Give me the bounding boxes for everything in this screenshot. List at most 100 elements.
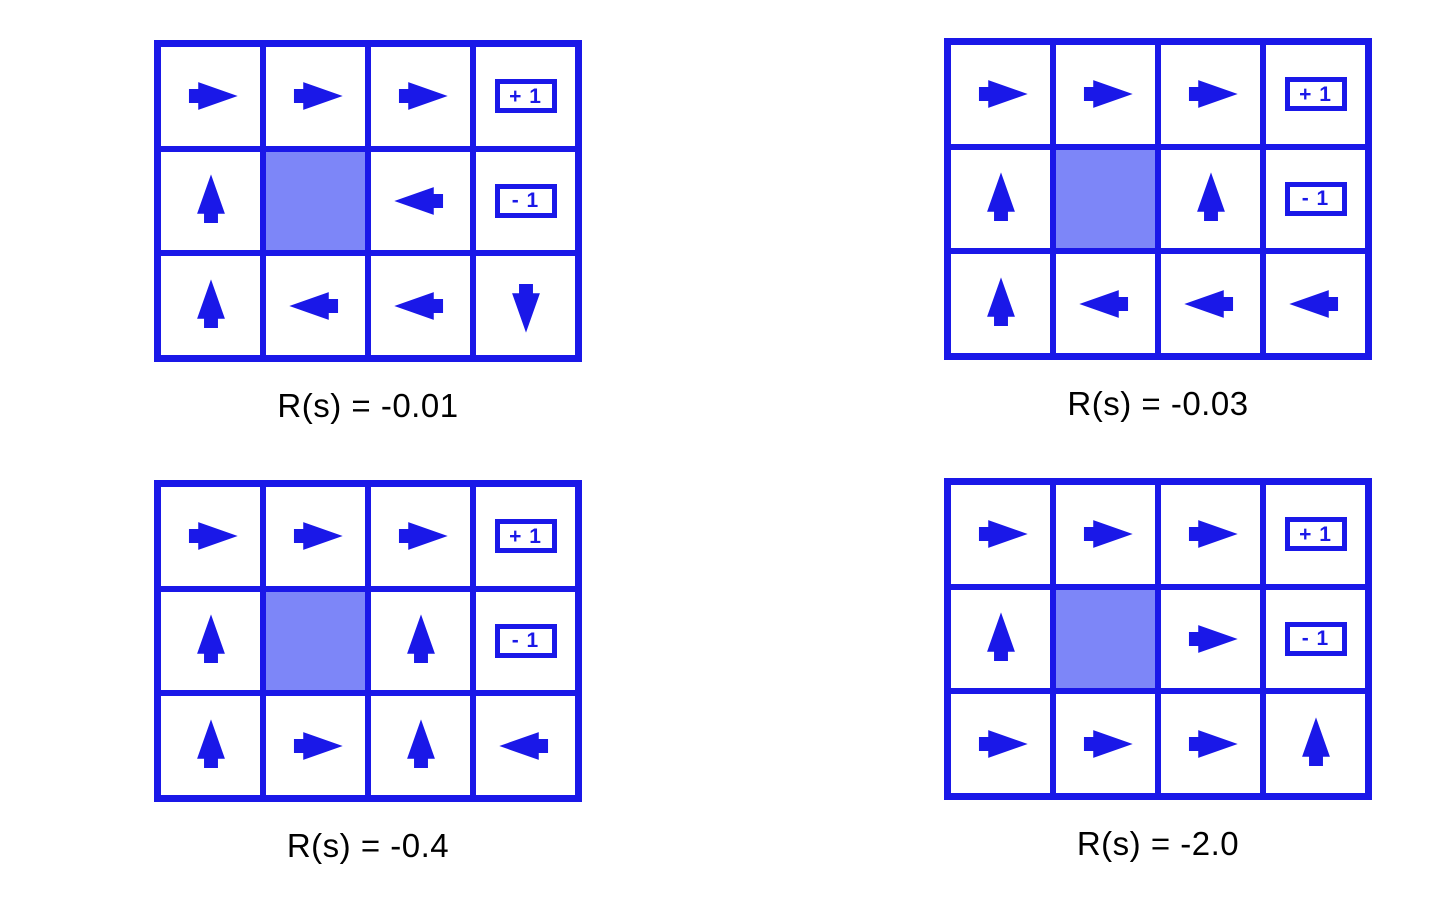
gridworld-grid: + 1 - 1 [154, 480, 582, 802]
arrow-right-icon [276, 717, 356, 775]
arrow-up-icon [1287, 704, 1345, 784]
grid-cell-terminal: - 1 [1266, 589, 1365, 689]
panel-caption: R(s) = -0.01 [277, 387, 459, 424]
grid-cell-policy-left [1266, 254, 1365, 353]
grid-cell-wall [1056, 149, 1155, 249]
terminal-reward-label: - 1 [1301, 187, 1330, 211]
arrow-up-icon [392, 706, 450, 786]
policy-panel: + 1 - 1 R(s) = -0.01 [18, 40, 718, 425]
arrow-up-icon [392, 601, 450, 681]
grid-cell-policy-right [161, 487, 260, 586]
grid-cell-policy-right [266, 696, 365, 795]
grid-cell-policy-right [1056, 485, 1155, 584]
arrow-up-icon [972, 599, 1030, 679]
grid-cell-policy-right [371, 487, 470, 586]
arrow-right-icon [171, 507, 251, 565]
arrow-right-icon [1171, 505, 1251, 563]
arrow-right-icon [961, 65, 1041, 123]
grid-cell-policy-left [1161, 254, 1260, 353]
grid-cell-policy-right [951, 485, 1050, 584]
gridworld-wrapper: + 1 - 1 [944, 38, 1372, 360]
grid-cell-policy-right [161, 47, 260, 146]
grid-cell-policy-down [476, 256, 575, 355]
grid-cell-policy-left [371, 256, 470, 355]
panel-caption: R(s) = -0.03 [1067, 385, 1249, 422]
arrow-up-icon [182, 161, 240, 241]
policy-panel: + 1 - 1 R(s) = -0.4 [18, 480, 718, 865]
arrow-right-icon [381, 507, 461, 565]
gridworld-wrapper: + 1 - 1 [944, 478, 1372, 800]
arrow-right-icon [1171, 610, 1251, 668]
grid-cell-policy-left [1056, 254, 1155, 353]
grid-cell-policy-left [371, 151, 470, 251]
terminal-reward-label: - 1 [1301, 627, 1330, 651]
grid-cell-policy-left [266, 256, 365, 355]
policy-panel: + 1 - 1 R(s) = -0.03 [808, 38, 1449, 423]
gridworld-grid: + 1 - 1 [154, 40, 582, 362]
terminal-reward-box: - 1 [494, 183, 557, 218]
arrow-up-icon [182, 266, 240, 346]
panel-caption: R(s) = -0.4 [286, 827, 450, 864]
grid-cell-wall [266, 591, 365, 691]
grid-cell-terminal: - 1 [476, 151, 575, 251]
grid-cell-policy-up [371, 696, 470, 795]
panel-caption: R(s) = -2.0 [1076, 825, 1240, 862]
grid-cell-policy-up [1266, 694, 1365, 793]
arrow-right-icon [381, 67, 461, 125]
grid-cell-policy-up [161, 151, 260, 251]
arrow-right-icon [961, 505, 1041, 563]
grid-cell-wall [1056, 589, 1155, 689]
arrow-right-icon [276, 67, 356, 125]
terminal-reward-box: + 1 [494, 79, 557, 114]
gridworld-wrapper: + 1 - 1 [154, 40, 582, 362]
grid-cell-wall [266, 151, 365, 251]
terminal-reward-label: + 1 [509, 524, 542, 548]
terminal-reward-box: - 1 [494, 623, 557, 658]
grid-cell-policy-left [476, 696, 575, 795]
grid-cell-policy-up [161, 591, 260, 691]
arrow-left-icon [1171, 275, 1251, 333]
arrow-right-icon [1171, 715, 1251, 773]
grid-cell-policy-up [951, 149, 1050, 249]
grid-cell-policy-up [951, 254, 1050, 353]
arrow-down-icon [497, 266, 555, 346]
policy-panel: + 1 - 1 R(s) = -2.0 [808, 478, 1449, 863]
grid-cell-policy-right [1161, 694, 1260, 793]
grid-cell-policy-right [1161, 589, 1260, 689]
arrow-left-icon [381, 277, 461, 335]
grid-cell-terminal: + 1 [476, 487, 575, 586]
grid-cell-terminal: - 1 [476, 591, 575, 691]
arrow-right-icon [961, 715, 1041, 773]
terminal-reward-label: + 1 [1299, 522, 1332, 546]
arrow-right-icon [276, 507, 356, 565]
terminal-reward-label: + 1 [1299, 82, 1332, 106]
arrow-left-icon [276, 277, 356, 335]
grid-cell-policy-right [951, 45, 1050, 144]
grid-cell-policy-right [951, 694, 1050, 793]
grid-cell-policy-right [371, 47, 470, 146]
arrow-up-icon [182, 601, 240, 681]
arrow-up-icon [182, 706, 240, 786]
terminal-reward-box: - 1 [1284, 621, 1347, 656]
gridworld-grid: + 1 - 1 [944, 38, 1372, 360]
grid-cell-terminal: + 1 [1266, 485, 1365, 584]
grid-cell-policy-up [1161, 149, 1260, 249]
grid-cell-policy-right [1161, 45, 1260, 144]
arrow-right-icon [1066, 505, 1146, 563]
terminal-reward-box: - 1 [1284, 181, 1347, 216]
grid-cell-policy-right [1056, 694, 1155, 793]
arrow-left-icon [381, 172, 461, 230]
grid-cell-policy-right [1161, 485, 1260, 584]
terminal-reward-label: - 1 [511, 189, 540, 213]
arrow-up-icon [972, 159, 1030, 239]
arrow-left-icon [1276, 275, 1356, 333]
arrow-left-icon [1066, 275, 1146, 333]
grid-cell-terminal: + 1 [476, 47, 575, 146]
gridworld-wrapper: + 1 - 1 [154, 480, 582, 802]
arrow-up-icon [972, 264, 1030, 344]
grid-cell-terminal: - 1 [1266, 149, 1365, 249]
terminal-reward-box: + 1 [1284, 517, 1347, 552]
grid-cell-policy-right [266, 47, 365, 146]
arrow-left-icon [486, 717, 566, 775]
